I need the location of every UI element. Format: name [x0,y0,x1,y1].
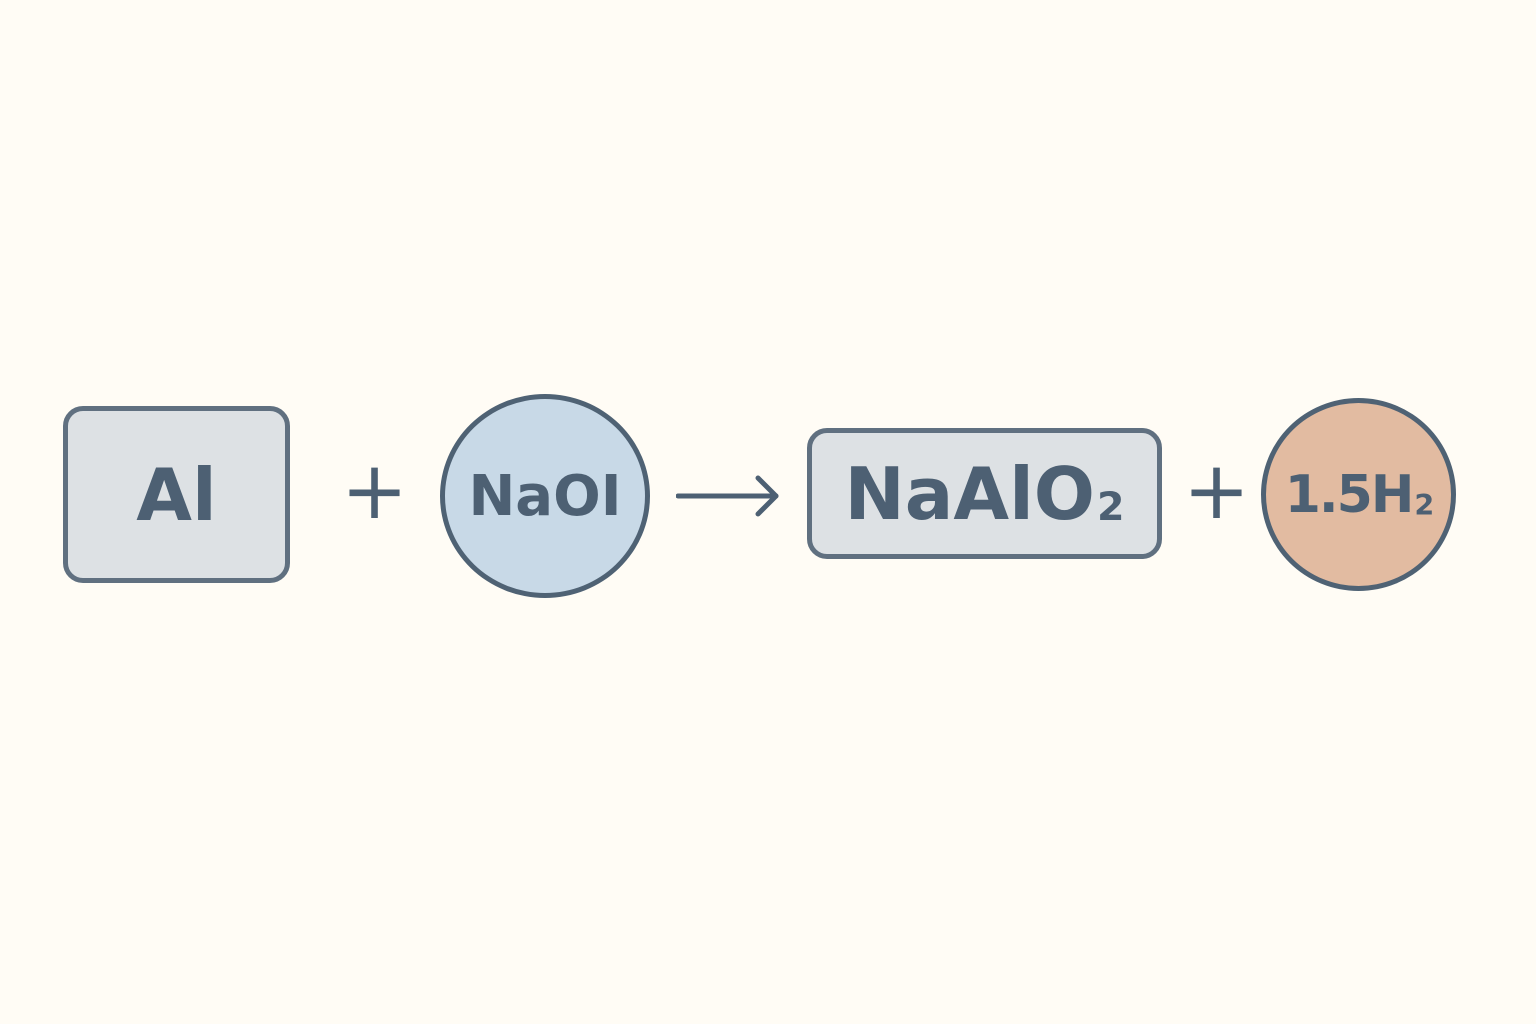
product-h2-subscript: 2 [1414,487,1434,522]
plus-sign-2: + [1183,444,1251,537]
product-naalo2-label: NaAlO [844,451,1095,536]
reactant-al-box: Al [63,406,290,583]
reactant-naoh-circle: NaOI [440,394,650,598]
product-naalo2-subscript: 2 [1096,484,1125,531]
reactant-naoh-label: NaOI [468,463,622,529]
right-arrow-icon [676,475,779,517]
plus-sign-1: + [341,444,409,537]
reactant-al-label: Al [136,452,217,537]
product-h2-label: 1.5H [1284,464,1415,525]
